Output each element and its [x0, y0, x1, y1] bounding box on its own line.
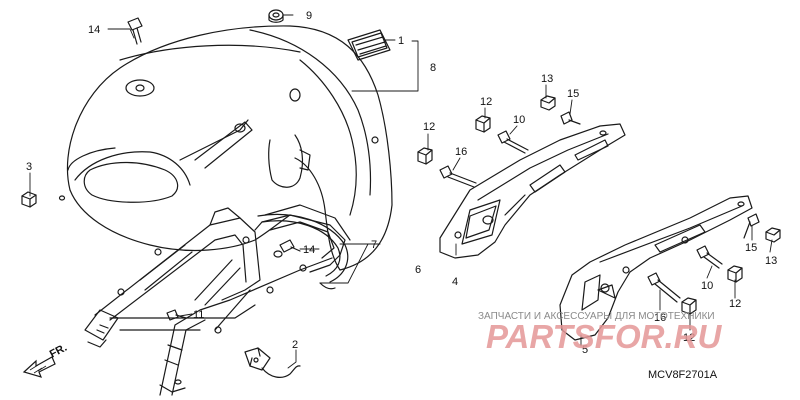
- fender-rubber-pad: [347, 29, 391, 61]
- bolt-15b: [743, 213, 760, 239]
- bolt-10b: [696, 245, 723, 269]
- left-fender-stay-4: [439, 123, 626, 259]
- bolt-10a: [497, 130, 529, 154]
- rear-fender: [58, 25, 393, 271]
- cap-nut-12b: [417, 147, 433, 165]
- callout-8: 8: [430, 62, 436, 74]
- callout-12d: 12: [683, 332, 695, 344]
- callout-11: 11: [193, 309, 204, 321]
- callout-3: 3: [26, 161, 32, 173]
- wire-clip-2: [244, 347, 301, 378]
- right-fender-stay-5: [559, 195, 753, 341]
- callout-14a: 14: [88, 24, 100, 36]
- callout-13a: 13: [541, 73, 553, 85]
- grommet-9: [268, 9, 284, 23]
- bolt-11: [166, 309, 187, 321]
- callout-6: 6: [415, 264, 421, 276]
- callout-2: 2: [292, 339, 298, 351]
- callout-16b: 16: [654, 312, 666, 324]
- callout-14b: 14: [303, 244, 315, 256]
- nut-13b: [765, 227, 781, 243]
- callout-1: 1: [398, 35, 404, 47]
- watermark: ЗАПЧАСТИ И АКСЕССУАРЫ ДЛЯ МОТОТЕХНИКИ PA…: [478, 311, 722, 355]
- rear-frame-bracket: [84, 204, 351, 396]
- diagram-code: MCV8F2701A: [648, 369, 718, 381]
- callout-15a: 15: [567, 88, 579, 100]
- callout-15b: 15: [745, 242, 757, 254]
- bolt-16b: [647, 272, 681, 303]
- front-direction-label: FR.: [48, 342, 69, 361]
- callout-12a: 12: [480, 96, 492, 108]
- callout-10a: 10: [513, 114, 525, 126]
- watermark-caption: ЗАПЧАСТИ И АКСЕССУАРЫ ДЛЯ МОТОТЕХНИКИ: [478, 311, 715, 322]
- bolt-16a: [439, 165, 477, 188]
- cap-nut-12a: [475, 115, 491, 133]
- fender-stay-7: [257, 213, 349, 290]
- callout-13b: 13: [765, 255, 777, 267]
- cap-nut-12d: [727, 265, 743, 283]
- cap-nut-12c: [681, 297, 697, 315]
- bolt-14-lower: [279, 239, 301, 253]
- callout-7: 7: [371, 239, 377, 251]
- bolt-14-top: [127, 17, 143, 45]
- nut-3: [21, 191, 37, 208]
- callout-10b: 10: [701, 280, 713, 292]
- front-direction-arrow-icon: [22, 356, 56, 378]
- callout-12c: 12: [729, 298, 741, 310]
- callout-numbers: 1 2 3 4 5 6 7 8 9 10 10 11 12 12 12 12 1…: [26, 10, 777, 356]
- callout-5: 5: [582, 344, 588, 356]
- nut-13a: [540, 95, 556, 111]
- bolt-15a: [560, 111, 581, 125]
- callout-9: 9: [306, 10, 312, 22]
- callout-16a: 16: [455, 146, 467, 158]
- callout-4: 4: [452, 276, 458, 288]
- leader-lines: [29, 14, 773, 369]
- watermark-brand: PARTSFOR.RU: [486, 318, 722, 355]
- callout-12b: 12: [423, 121, 435, 133]
